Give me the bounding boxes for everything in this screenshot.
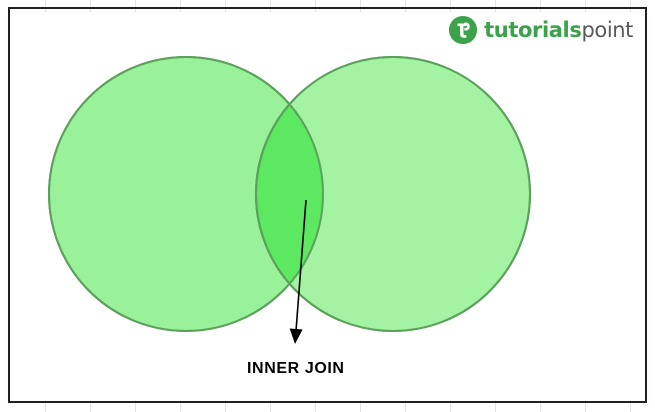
venn-circle-right-outline (255, 56, 531, 332)
annotation-arrow-head (289, 328, 303, 344)
tutorialspoint-wordmark: tutorialspoint (484, 17, 633, 42)
image-frame (8, 7, 647, 403)
venn-circle-left-outline (48, 56, 324, 332)
tutorialspoint-logo: tutorialspoint (448, 14, 633, 46)
logo-text-secondary: point (581, 17, 633, 42)
tutorialspoint-logo-icon (449, 15, 478, 45)
logo-text-primary: tutorials (484, 17, 582, 42)
annotation-arrow-line (295, 199, 307, 332)
inner-join-label: INNER JOIN (247, 360, 345, 377)
